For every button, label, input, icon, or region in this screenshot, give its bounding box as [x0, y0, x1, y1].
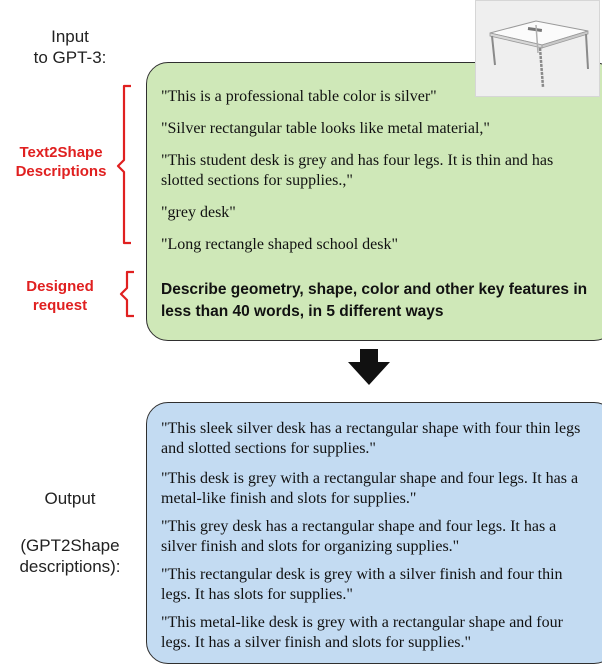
designed-request-brace	[119, 270, 134, 318]
desk-thumbnail-image	[475, 0, 600, 97]
input-description: "This student desk is grey and has four …	[161, 152, 554, 189]
text2shape-brace	[116, 84, 131, 245]
designed-request-label: Designed request	[26, 278, 94, 314]
desk-render-icon	[489, 20, 589, 88]
text2shape-label: Text2Shape Descriptions	[15, 144, 107, 180]
input-description: "grey desk"	[161, 204, 236, 221]
designed-request-text: Describe geometry, shape, color and othe…	[161, 281, 588, 320]
output-label: Output	[44, 489, 96, 508]
input-description: "Long rectangle shaped school desk"	[161, 236, 398, 253]
output-description: "This rectangular desk is grey with a si…	[161, 566, 563, 603]
input-description: "This is a professional table color is s…	[161, 88, 437, 105]
input-description: "Silver rectangular table looks like met…	[161, 120, 490, 137]
output-description: "This desk is grey with a rectangular sh…	[161, 470, 579, 507]
output-sub-label: (GPT2Shape descriptions):	[19, 536, 121, 576]
output-description: "This sleek silver desk has a rectangula…	[161, 420, 581, 457]
output-description: "This metal-like desk is grey with a rec…	[161, 614, 563, 651]
down-arrow-icon	[348, 349, 390, 385]
input-panel: "This is a professional table color is s…	[146, 62, 602, 341]
output-panel: "This sleek silver desk has a rectangula…	[146, 402, 602, 664]
output-description: "This grey desk has a rectangular shape …	[161, 518, 557, 555]
input-label: Input to GPT-3:	[33, 27, 107, 67]
